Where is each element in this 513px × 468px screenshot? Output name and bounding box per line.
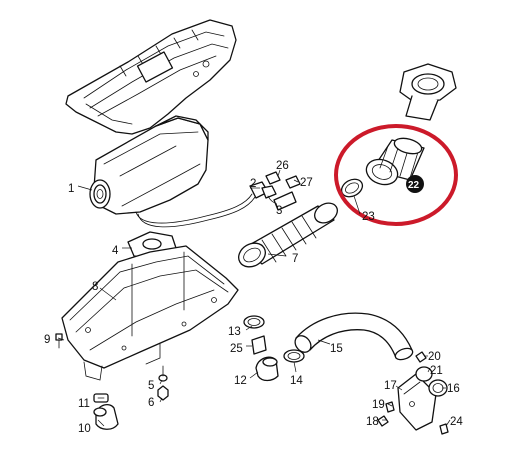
callout-25: 25 — [230, 343, 243, 355]
heater-body — [89, 115, 209, 215]
callout-24: 24 — [450, 416, 463, 428]
drain-elbow-10 — [93, 403, 119, 430]
callout-26: 26 — [276, 160, 289, 172]
callout-17: 17 — [384, 380, 397, 392]
intake-flange — [399, 63, 457, 121]
callout-16: 16 — [447, 383, 460, 395]
nut-6 — [157, 385, 169, 401]
hose-clip-13 — [243, 315, 265, 329]
callout-labels: 1 2 3 4 5 6 7 8 9 10 11 12 13 14 15 16 1… — [44, 160, 463, 435]
callout-11: 11 — [78, 398, 90, 410]
callout-22-disc — [406, 175, 424, 193]
hose-15 — [294, 312, 414, 361]
callout-6: 6 — [148, 397, 154, 409]
callout-12: 12 — [234, 375, 247, 387]
callout-19: 19 — [372, 399, 385, 411]
highlight-circle — [334, 124, 458, 226]
callout-18: 18 — [366, 416, 379, 428]
elbow-12 — [255, 356, 279, 382]
bolt-5 — [158, 365, 168, 382]
lower-housing — [61, 245, 239, 381]
sleeve-25 — [251, 335, 267, 355]
top-cover — [65, 19, 237, 135]
callout-14: 14 — [290, 375, 303, 387]
callout-15: 15 — [330, 343, 343, 355]
callout-7: 7 — [292, 253, 298, 265]
screw-9 — [55, 333, 63, 349]
connector-pair — [265, 171, 301, 189]
callout-8: 8 — [92, 281, 98, 293]
hose-clip-14 — [283, 349, 305, 363]
clip-3 — [273, 191, 297, 211]
callout-2: 2 — [250, 178, 256, 190]
callout-4: 4 — [112, 245, 119, 257]
callout-9: 9 — [44, 334, 50, 346]
callout-1: 1 — [68, 183, 74, 195]
intake-bellows-22 — [365, 137, 425, 186]
callout-3: 3 — [276, 205, 282, 217]
bellows-hose — [238, 202, 338, 268]
callout-20: 20 — [428, 351, 441, 363]
leader-lines — [57, 169, 451, 427]
callout-27: 27 — [300, 177, 313, 189]
callout-5: 5 — [148, 380, 154, 392]
elbow-11 — [93, 393, 109, 403]
callout-23: 23 — [362, 211, 375, 223]
bracket-assembly — [377, 351, 449, 435]
callout-21: 21 — [430, 365, 443, 377]
callout-10: 10 — [78, 423, 91, 435]
callout-22: 22 — [408, 180, 420, 191]
callout-13: 13 — [228, 326, 241, 338]
